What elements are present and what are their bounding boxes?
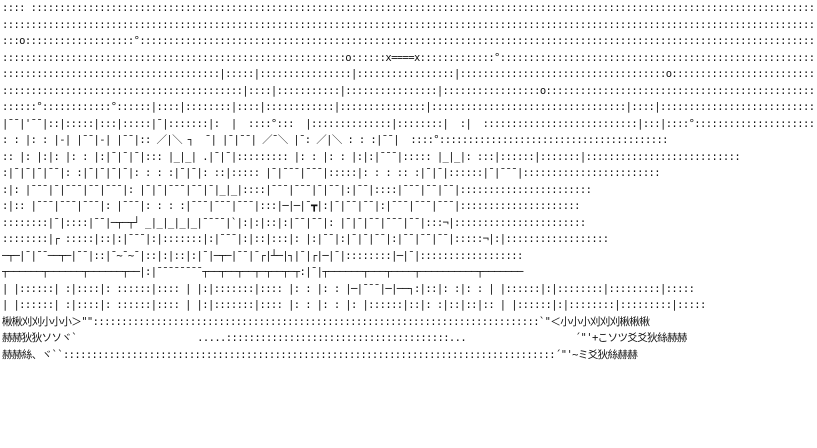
- art-line: :::: :::::::::::::::::::::::::::::::::::…: [2, 2, 815, 14]
- art-line: ::::::::::::::::::::::::::::::::::::::::…: [2, 51, 815, 64]
- art-line: ::::::::::::::::::::::::::::::::::::::|:…: [2, 68, 815, 80]
- art-line: :|: |¯¯¯|¯|¯¯¯|¯¯|¯¯¯|: |¯|¯|¯¯¯|¯¯|¯|_|…: [2, 183, 592, 196]
- art-line: 楸楸刈刈小小小＞""::::::::::::::::::::::::::::::…: [2, 315, 650, 328]
- art-line: | |::::::| :|::::|: ::::::|:::: | |:|:::…: [2, 299, 706, 311]
- art-line: :::o:::::::::::::::::::°::::::::::::::::…: [2, 35, 815, 47]
- art-line: 赫赫狄狄ソソヾ` .....::::::::::::::::::::::::::…: [2, 332, 687, 344]
- art-line: ::::::::|¯|::::|¯¯|─┬─┬┘ _|_|_|_|_|¯¯¯¯|…: [2, 216, 586, 229]
- art-line: ::::::::|┌ :::::|::|:|¯¯¯|:|:::::::|:|¯¯…: [2, 233, 609, 245]
- art-line: :|¯|¯|¯|¯¯|: :|¯|¯|¯|¯|: : : :|¯|¯|: ::|…: [2, 167, 661, 179]
- art-line: 赫赫絲、ヾ``:::::::::::::::::::::::::::::::::…: [2, 348, 638, 361]
- art-line: : : |: : |-| |¯¯|-| |¯¯|:: ／|＼ ┐ ¯| |¯|¯…: [2, 134, 668, 146]
- art-line: | |::::::| :|::::|: ::::::|:::: | |:|:::…: [2, 282, 695, 295]
- art-line: ─┬─|¯|¯¯──┬─|¯¯|::|¯~¯~¯|::|:|::|:|¯|─┬─…: [2, 249, 523, 262]
- art-line: ┬──────┬──────┬──────┬──|:|¯¯¯¯¯¯¯¯┬──┬─…: [2, 266, 523, 278]
- art-line: :: |: |:|: |: : |:|¯|¯|¯|::: |_|_| .|¯|¯…: [2, 150, 741, 163]
- art-line: :|:: |¯¯¯|¯¯¯|¯¯¯|: |¯¯¯|: : : :|¯¯¯|¯¯¯…: [2, 200, 580, 212]
- art-line: ::::::::::::::::::::::::::::::::::::::::…: [2, 18, 815, 31]
- art-line: |¯¯|'¯¯|::|:::::|:::|:::::|¯|:::::::|: |…: [2, 117, 815, 130]
- art-line: ::::::::::::::::::::::::::::::::::::::::…: [2, 84, 815, 97]
- art-line: ::::::°::::::::::::°::::::|::::|::::::::…: [2, 101, 815, 113]
